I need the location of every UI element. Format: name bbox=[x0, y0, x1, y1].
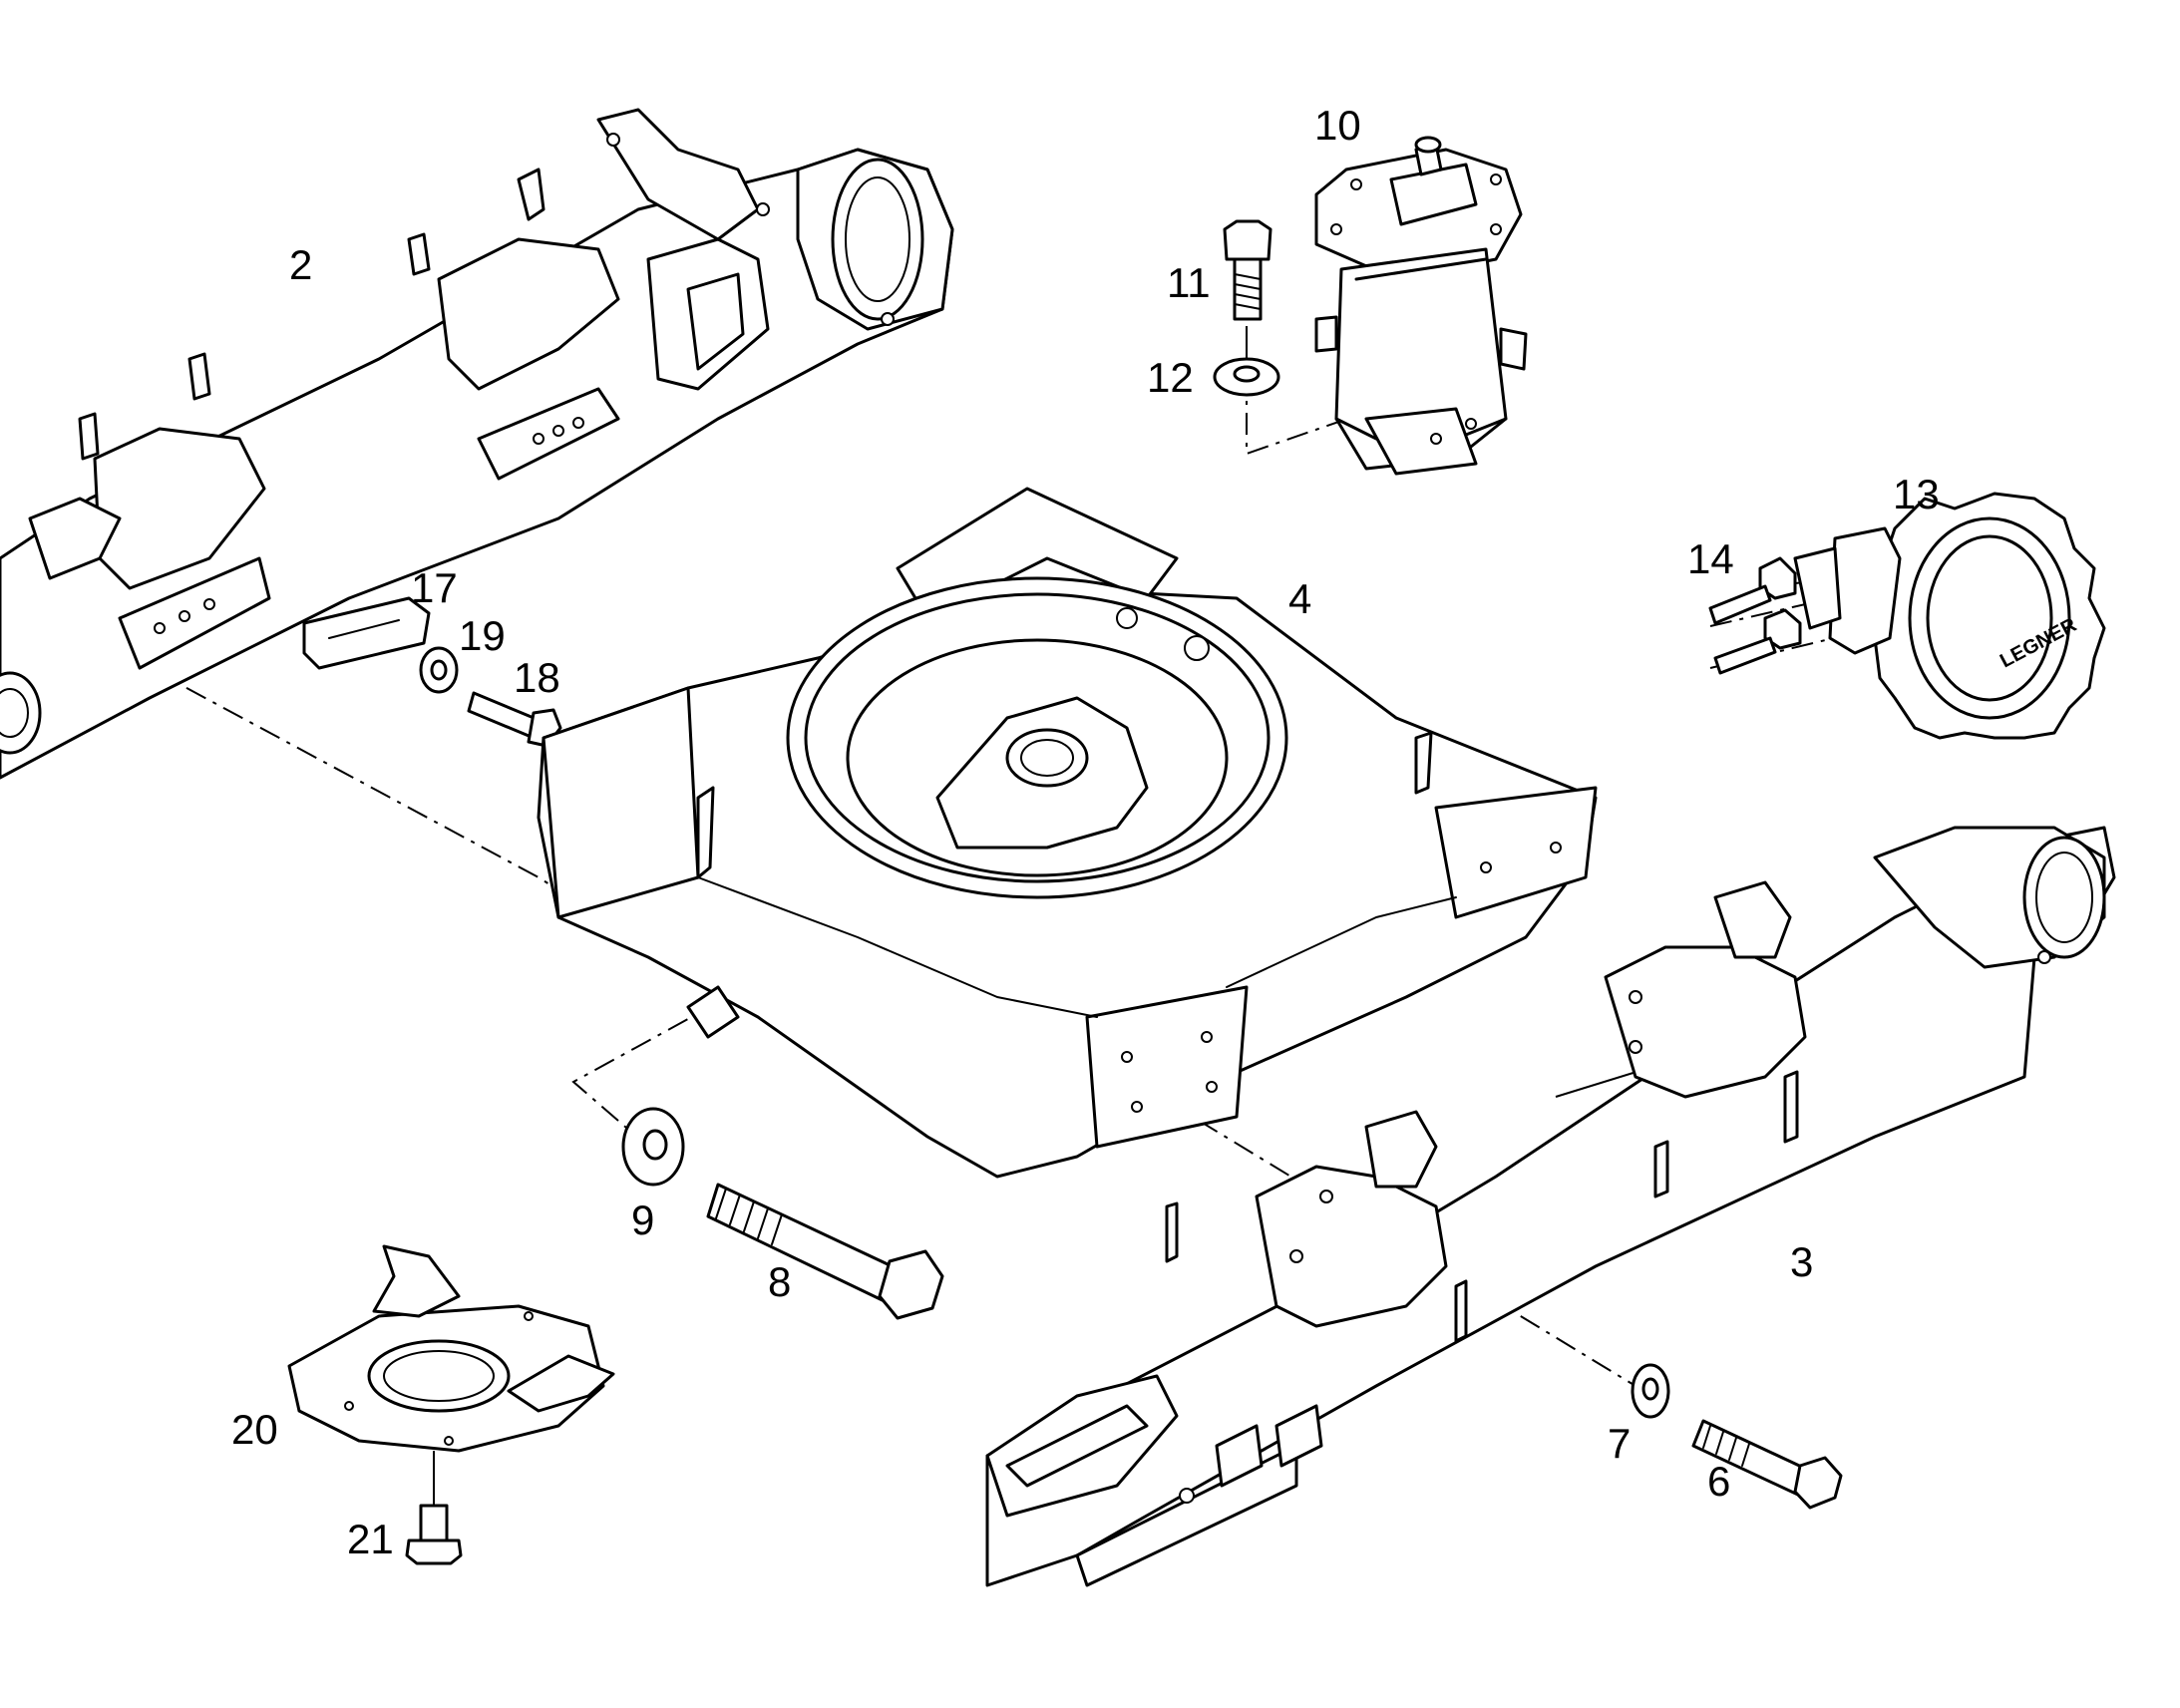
callout-9: 9 bbox=[631, 1196, 654, 1243]
bolt-18 bbox=[467, 691, 562, 748]
callout-2: 2 bbox=[289, 241, 312, 288]
right-track-frame bbox=[985, 826, 2116, 1587]
callout-8: 8 bbox=[768, 1258, 791, 1305]
callout-17: 17 bbox=[411, 564, 458, 611]
callout-11: 11 bbox=[1167, 259, 1211, 306]
callout-10: 10 bbox=[1314, 102, 1361, 149]
left-track-frame bbox=[0, 108, 954, 780]
callout-12: 12 bbox=[1147, 354, 1194, 401]
callout-3: 3 bbox=[1790, 1238, 1813, 1285]
callout-19: 19 bbox=[459, 612, 506, 659]
callout-13: 13 bbox=[1893, 471, 1940, 517]
bolt-11 bbox=[1223, 219, 1272, 321]
guard-plate bbox=[287, 1244, 615, 1453]
washer-12 bbox=[1213, 357, 1280, 397]
sprocket-bolts bbox=[1708, 556, 1802, 675]
bolt-21 bbox=[405, 1504, 463, 1565]
wear-block bbox=[302, 596, 431, 670]
callout-14: 14 bbox=[1687, 535, 1734, 582]
callout-6: 6 bbox=[1707, 1458, 1730, 1505]
callout-20: 20 bbox=[231, 1406, 278, 1453]
callout-4: 4 bbox=[1288, 575, 1311, 622]
callout-18: 18 bbox=[514, 654, 560, 701]
callout-7: 7 bbox=[1608, 1420, 1631, 1467]
center-frame bbox=[537, 487, 1598, 1179]
bolt-8 bbox=[706, 1183, 944, 1320]
bolt-6 bbox=[1691, 1419, 1843, 1510]
callout-21: 21 bbox=[347, 1516, 394, 1562]
washer-7 bbox=[1631, 1363, 1670, 1419]
washer-19 bbox=[419, 646, 459, 694]
callout-labels: 2 3 4 6 7 8 9 10 11 12 13 14 17 18 19 20… bbox=[231, 102, 1940, 1562]
travel-motor bbox=[1314, 136, 1528, 476]
washer-9 bbox=[621, 1107, 685, 1187]
sprocket: LEGNER bbox=[1793, 492, 2106, 740]
